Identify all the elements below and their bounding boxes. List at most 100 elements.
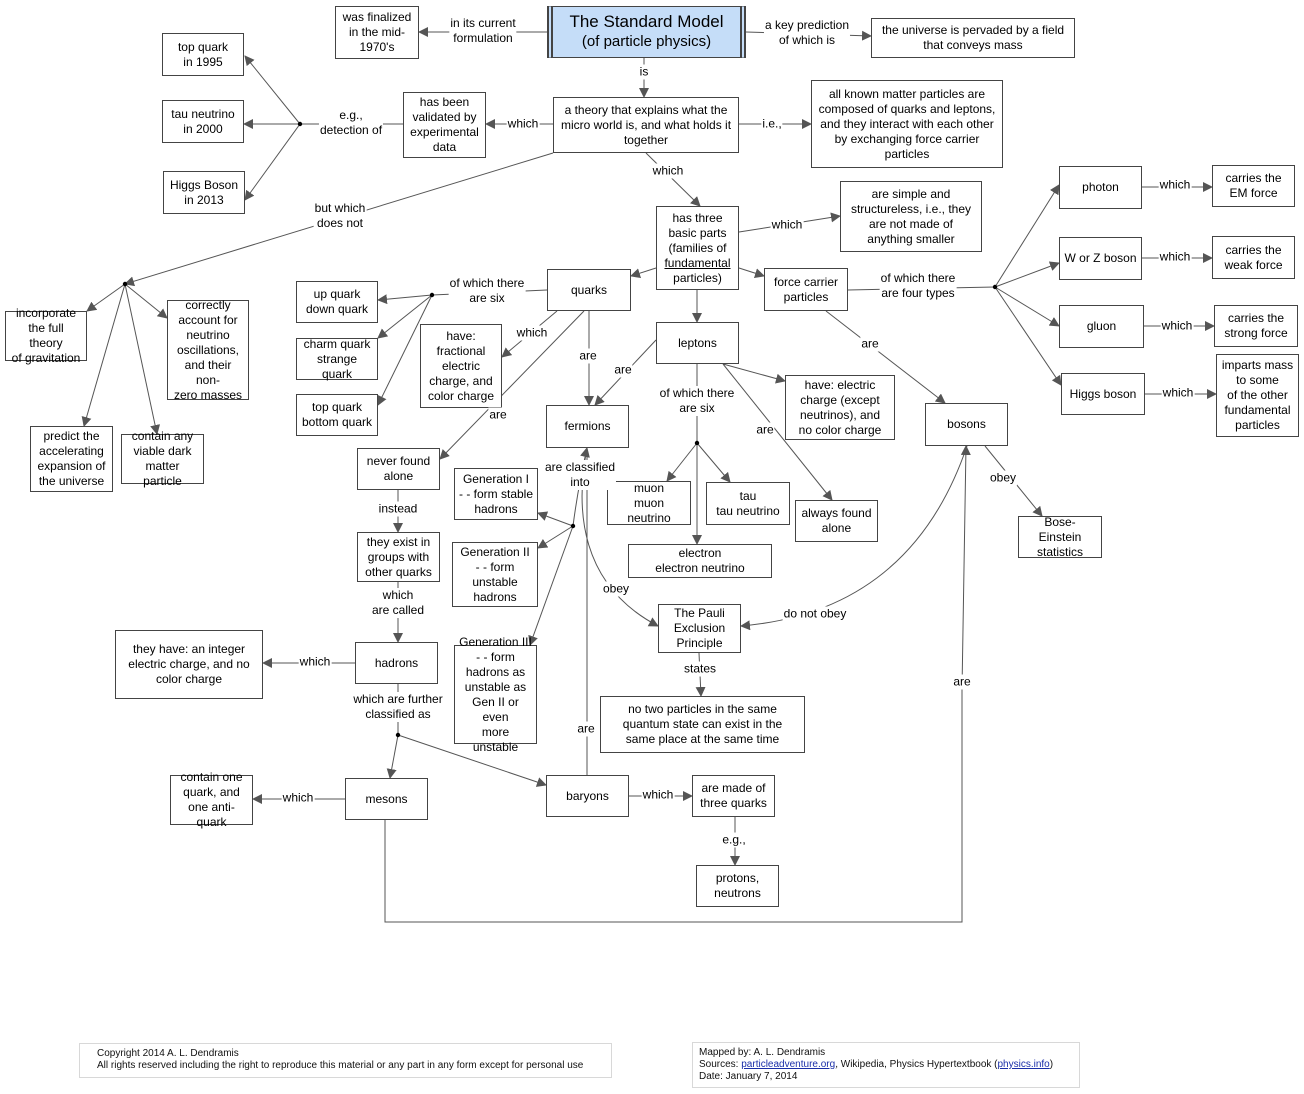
mapped-by: Mapped by: A. L. Dendramis xyxy=(699,1047,826,1058)
fractional-node: have: fractional electric charge, and co… xyxy=(420,324,502,408)
label-are-always: are xyxy=(755,422,775,438)
sources-end: ) xyxy=(1049,1059,1054,1070)
connector xyxy=(537,511,574,527)
photon-node: photon xyxy=(1059,166,1142,209)
weak-force-node: carries the weak force xyxy=(1212,236,1295,279)
label-eg-detection: e.g., detection of xyxy=(318,108,384,138)
hadrons-node: hadrons xyxy=(355,642,438,684)
generation-1-node: Generation I - - form stable hadrons xyxy=(454,468,538,520)
connector xyxy=(386,734,399,779)
dark-matter-node: contain any viable dark matter particle xyxy=(121,429,204,488)
connector xyxy=(666,442,698,482)
standard-model-subtitle: (of particle physics) xyxy=(581,33,712,50)
gluon-node: gluon xyxy=(1059,305,1144,348)
finalized-node: was finalized in the mid- 1970's xyxy=(335,6,419,59)
copyright-box: Copyright 2014 A. L. Dendramis All right… xyxy=(79,1043,612,1078)
label-are-never: are xyxy=(488,407,508,423)
connector xyxy=(124,283,168,319)
connector xyxy=(696,442,731,483)
accelerating-expansion-node: predict the accelerating expansion of th… xyxy=(30,426,113,492)
connector xyxy=(244,123,301,201)
label-which-three: which xyxy=(651,163,685,179)
label-are-fermions-leptons: are xyxy=(613,362,633,378)
label-obey-bose: obey xyxy=(988,470,1018,486)
junction-dot xyxy=(395,732,401,738)
junction-dot xyxy=(122,281,128,287)
label-are-bosons: are xyxy=(860,336,880,352)
connector xyxy=(738,267,765,279)
never-alone-node: never found alone xyxy=(357,448,440,490)
pauli-node: The Pauli Exclusion Principle xyxy=(658,604,741,653)
standard-model-title: The Standard Model xyxy=(569,12,724,31)
simple-node: are simple and structureless, i.e., they… xyxy=(840,181,982,252)
force-carrier-node: force carrier particles xyxy=(764,268,848,311)
up-down-node: up quark down quark xyxy=(296,281,378,323)
label-which-fractional: which xyxy=(515,325,549,341)
sources-middle: , Wikipedia, Physics Hypertextbook ( xyxy=(835,1059,998,1070)
connector xyxy=(81,283,126,427)
connector xyxy=(994,261,1060,288)
connector xyxy=(722,363,833,501)
label-which-simple: which xyxy=(770,217,804,233)
label-instead: instead xyxy=(377,501,419,517)
fundamental-underlined: fundamental xyxy=(664,255,731,270)
connector xyxy=(377,294,433,406)
label-classified-into: are classified into xyxy=(543,460,617,490)
junction-dot xyxy=(297,121,303,127)
connector xyxy=(994,286,1062,386)
physics-info-link[interactable]: physics.info xyxy=(997,1059,1050,1070)
higgs-2013-node: Higgs Boson in 2013 xyxy=(163,171,245,214)
label-six-quarks: of which there are six xyxy=(448,276,526,306)
date-line: Date: January 7, 2014 xyxy=(699,1071,798,1082)
lepton-charge-node: have: electric charge (except neutrinos)… xyxy=(785,375,895,440)
label-which-higgs: which xyxy=(1161,385,1195,401)
connector xyxy=(825,310,946,404)
junction-dot xyxy=(992,284,998,290)
bose-einstein-node: Bose-Einstein statistics xyxy=(1018,515,1102,559)
key-prediction-node: the universe is pervaded by a field that… xyxy=(871,18,1075,58)
label-further-classified: which are further classified as xyxy=(352,692,444,722)
validated-node: has been validated by experimental data xyxy=(403,92,486,158)
connector xyxy=(397,734,547,787)
generation-2-node: Generation II - - form unstable hadrons xyxy=(452,542,538,607)
bosons-node: bosons xyxy=(925,403,1008,446)
label-six-leptons: of which there are six xyxy=(658,386,736,416)
electron-node: electron electron neutrino xyxy=(628,544,772,578)
sources-label: Sources: xyxy=(699,1059,742,1070)
connector xyxy=(630,267,657,279)
higgs-boson-node: Higgs boson xyxy=(1061,373,1145,415)
connector xyxy=(528,525,574,646)
leptons-node: leptons xyxy=(656,322,739,364)
mesons-node: mesons xyxy=(345,778,428,820)
junction-dot xyxy=(694,440,700,446)
label-four-types: of which there are four types xyxy=(879,271,957,301)
particleadventure-link[interactable]: particleadventure.org xyxy=(741,1059,836,1070)
sources-line: Sources: particleadventure.org, Wikipedi… xyxy=(699,1059,1073,1071)
three-parts-text-pre: has three basic parts (families of xyxy=(668,210,727,255)
em-force-node: carries the EM force xyxy=(1212,165,1295,207)
tau-neutrino-2000-node: tau neutrino in 2000 xyxy=(162,100,244,143)
connector xyxy=(377,294,433,305)
label-current-formulation: in its current formulation xyxy=(449,16,517,46)
imparts-mass-node: imparts mass to some of the other fundam… xyxy=(1216,354,1299,437)
groups-node: they exist in groups with other quarks xyxy=(357,532,440,582)
label-are-fermions-quarks: are xyxy=(578,348,598,364)
label-which-em: which xyxy=(1158,177,1192,193)
connector xyxy=(722,363,786,384)
label-are-baryons: are xyxy=(576,721,596,737)
wz-boson-node: W or Z boson xyxy=(1059,237,1142,280)
connector xyxy=(384,445,971,923)
label-which-strong: which xyxy=(1160,318,1194,334)
muon-node: muon muon neutrino xyxy=(607,481,691,525)
label-called: which are called xyxy=(370,588,426,618)
no-two-particles-node: no two particles in the same quantum sta… xyxy=(600,696,805,753)
label-which-integer: which xyxy=(298,654,332,670)
incorporate-gravitation-node: incorporate the full theory of gravitati… xyxy=(5,306,87,365)
label-but-which: but which does not xyxy=(313,201,367,231)
connector xyxy=(124,283,161,435)
three-parts-node: has three basic parts (families of funda… xyxy=(656,206,739,290)
label-eg-protons: e.g., xyxy=(721,832,747,848)
one-quark-node: contain one quark, and one anti-quark xyxy=(170,770,253,829)
junction-dot xyxy=(429,292,435,298)
